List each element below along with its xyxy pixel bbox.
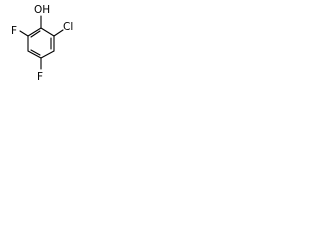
fluorine-bottom-label: F <box>37 71 43 83</box>
hydroxyl-label: OH <box>34 4 50 16</box>
ring-bond-c4-c5 <box>27 50 42 59</box>
ring-bond-c1-c2 <box>40 27 55 37</box>
structure-diagram: OH Cl F F <box>11 4 73 83</box>
chlorine-label: Cl <box>63 21 73 33</box>
fluorine-left-label: F <box>11 25 17 37</box>
ring-bond-c3-c4 <box>40 50 55 59</box>
bond-to-chlorine <box>53 29 64 37</box>
bond-to-fluorine-left <box>19 30 29 37</box>
ring-double-bond-inner-bottom-left <box>30 49 41 56</box>
molecule-canvas: OH Cl F F <box>0 0 84 92</box>
ring-bond-c6-c1 <box>27 27 42 37</box>
ring-double-bond-inner-top-left <box>30 30 41 38</box>
